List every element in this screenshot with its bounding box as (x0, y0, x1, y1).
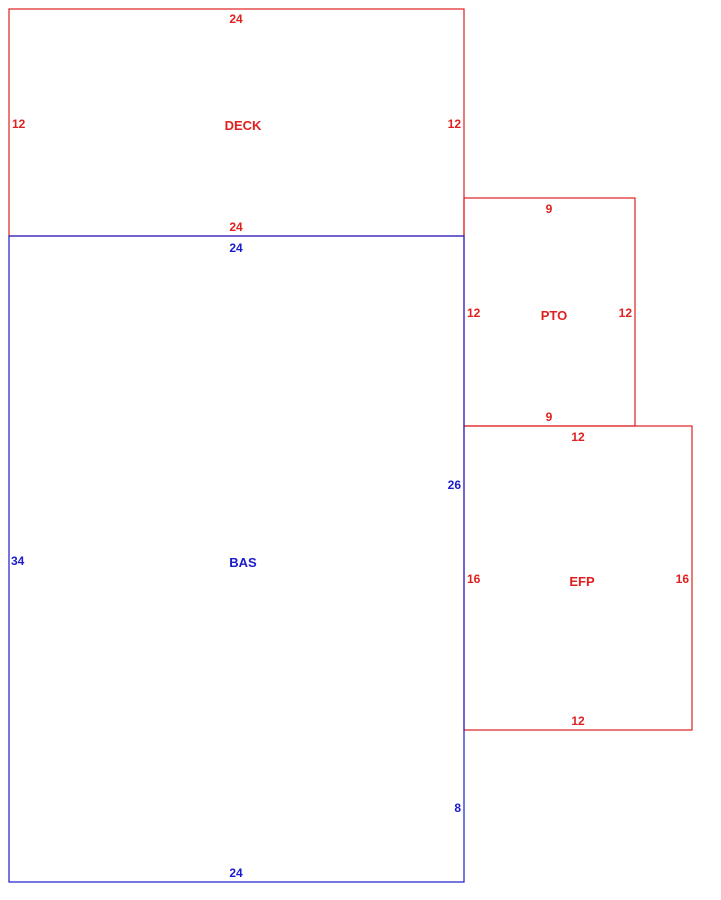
efp-dim-left: 16 (467, 572, 481, 586)
efp-dim-right: 16 (676, 572, 690, 586)
bas-dim-left: 34 (11, 554, 25, 568)
deck-dim-left: 12 (12, 117, 26, 131)
bas-area: BAS 24 34 26 8 24 (8, 235, 465, 883)
pto-dim-top: 9 (546, 202, 553, 216)
pto-dim-left: 12 (467, 306, 481, 320)
deck-dim-top: 24 (229, 12, 243, 26)
bas-label: BAS (229, 555, 257, 570)
deck-dim-bottom: 24 (229, 220, 243, 234)
bas-dim-right-upper: 26 (448, 478, 462, 492)
efp-dim-top: 12 (571, 430, 585, 444)
deck-area: DECK 24 12 12 24 (8, 8, 465, 237)
efp-dim-bottom: 12 (571, 714, 585, 728)
efp-label: EFP (569, 574, 595, 589)
pto-area: PTO 9 12 12 9 (463, 197, 636, 427)
pto-dim-bottom: 9 (546, 410, 553, 424)
bas-dim-right-lower: 8 (454, 801, 461, 815)
deck-label: DECK (225, 118, 262, 133)
deck-dim-right: 12 (448, 117, 462, 131)
pto-label: PTO (541, 308, 568, 323)
bas-dim-top: 24 (229, 241, 243, 255)
efp-area: EFP 12 16 16 12 (463, 425, 693, 731)
bas-dim-bottom: 24 (229, 866, 243, 880)
pto-dim-right: 12 (619, 306, 633, 320)
bas-outline (8, 235, 465, 883)
